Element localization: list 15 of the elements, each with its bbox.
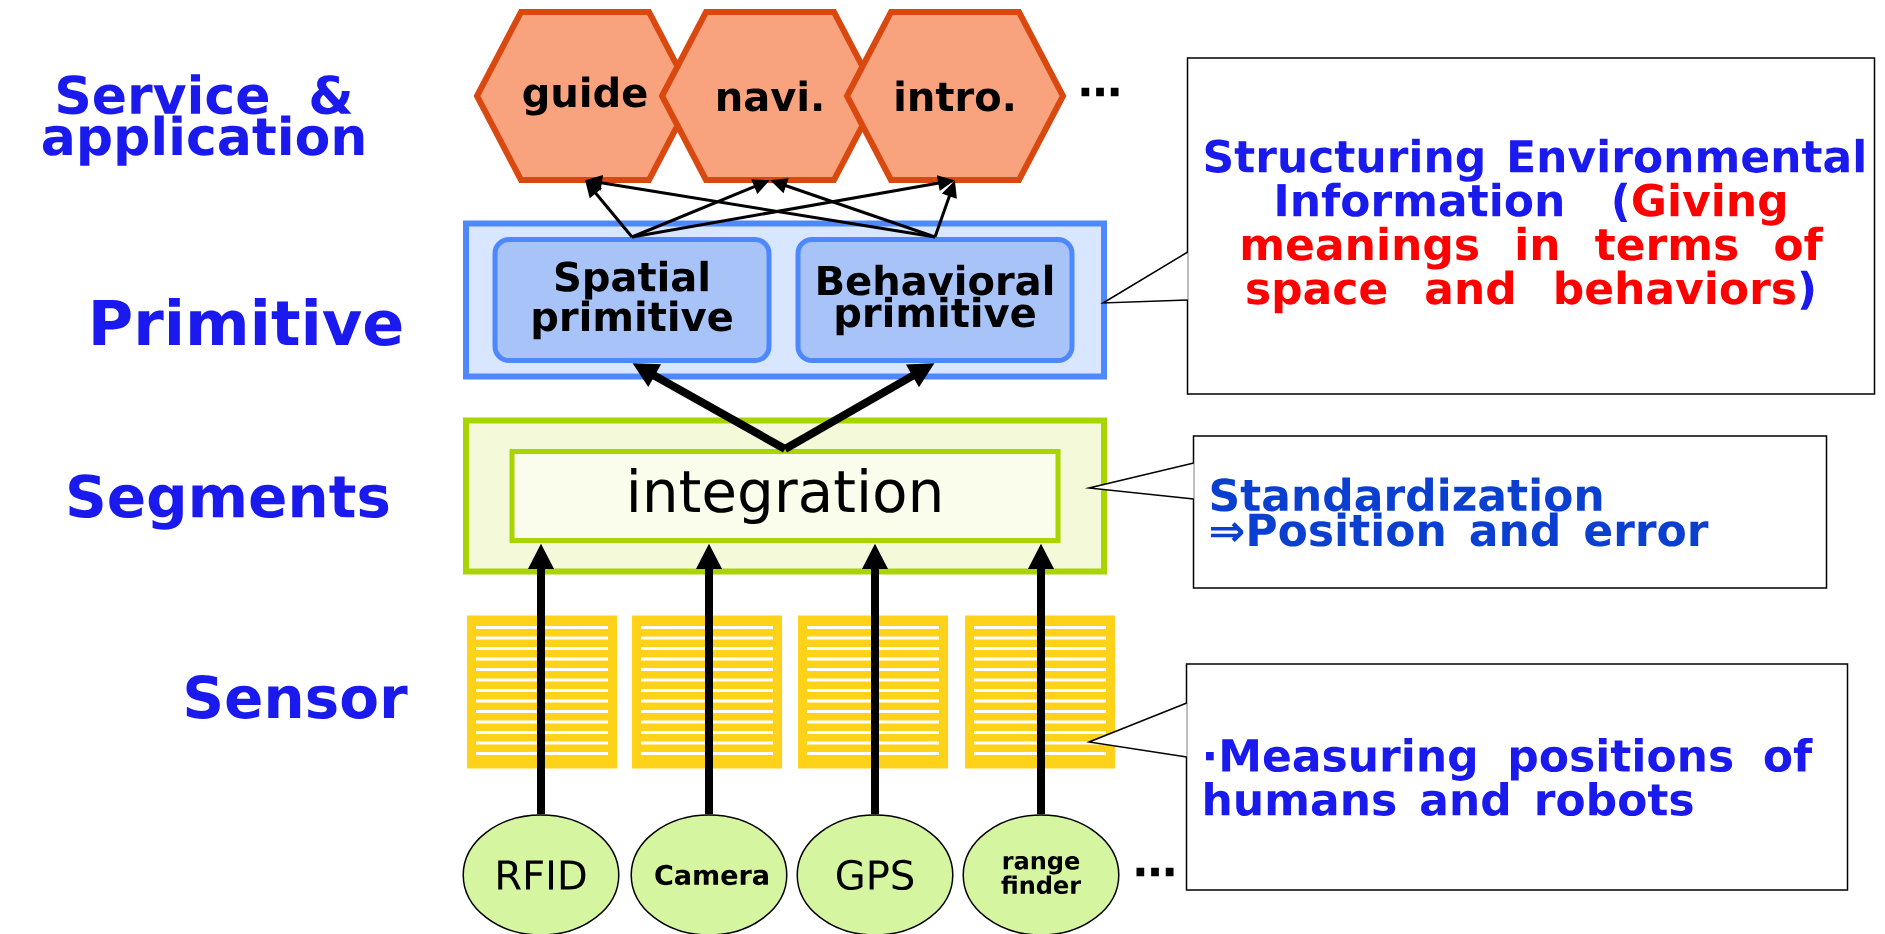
leader-line: [1084, 462, 1195, 500]
callout-box: Standardization ⇒Position and error: [1192, 435, 1828, 589]
callout-box: Structuring Environmental Information (Giving meanings in terms of space and behaviors): [1186, 57, 1876, 395]
ellipsis: …: [1081, 87, 1119, 97]
layer-label: Sensor: [186, 675, 408, 719]
leader-line: [1086, 702, 1188, 758]
layer-label: Service & application: [43, 74, 364, 166]
callout-box: ·Measuring positions of humans and robots: [1185, 663, 1849, 891]
layer-label: Segments: [69, 474, 389, 530]
integration-box: integration: [509, 449, 1061, 543]
ellipsis: …: [1136, 867, 1174, 877]
primitive-box: Spatial primitive: [492, 237, 772, 363]
primitive-box: Behavioral primitive: [795, 237, 1075, 363]
leader-line: [1100, 251, 1189, 304]
layer-label: Primitive: [93, 298, 402, 346]
